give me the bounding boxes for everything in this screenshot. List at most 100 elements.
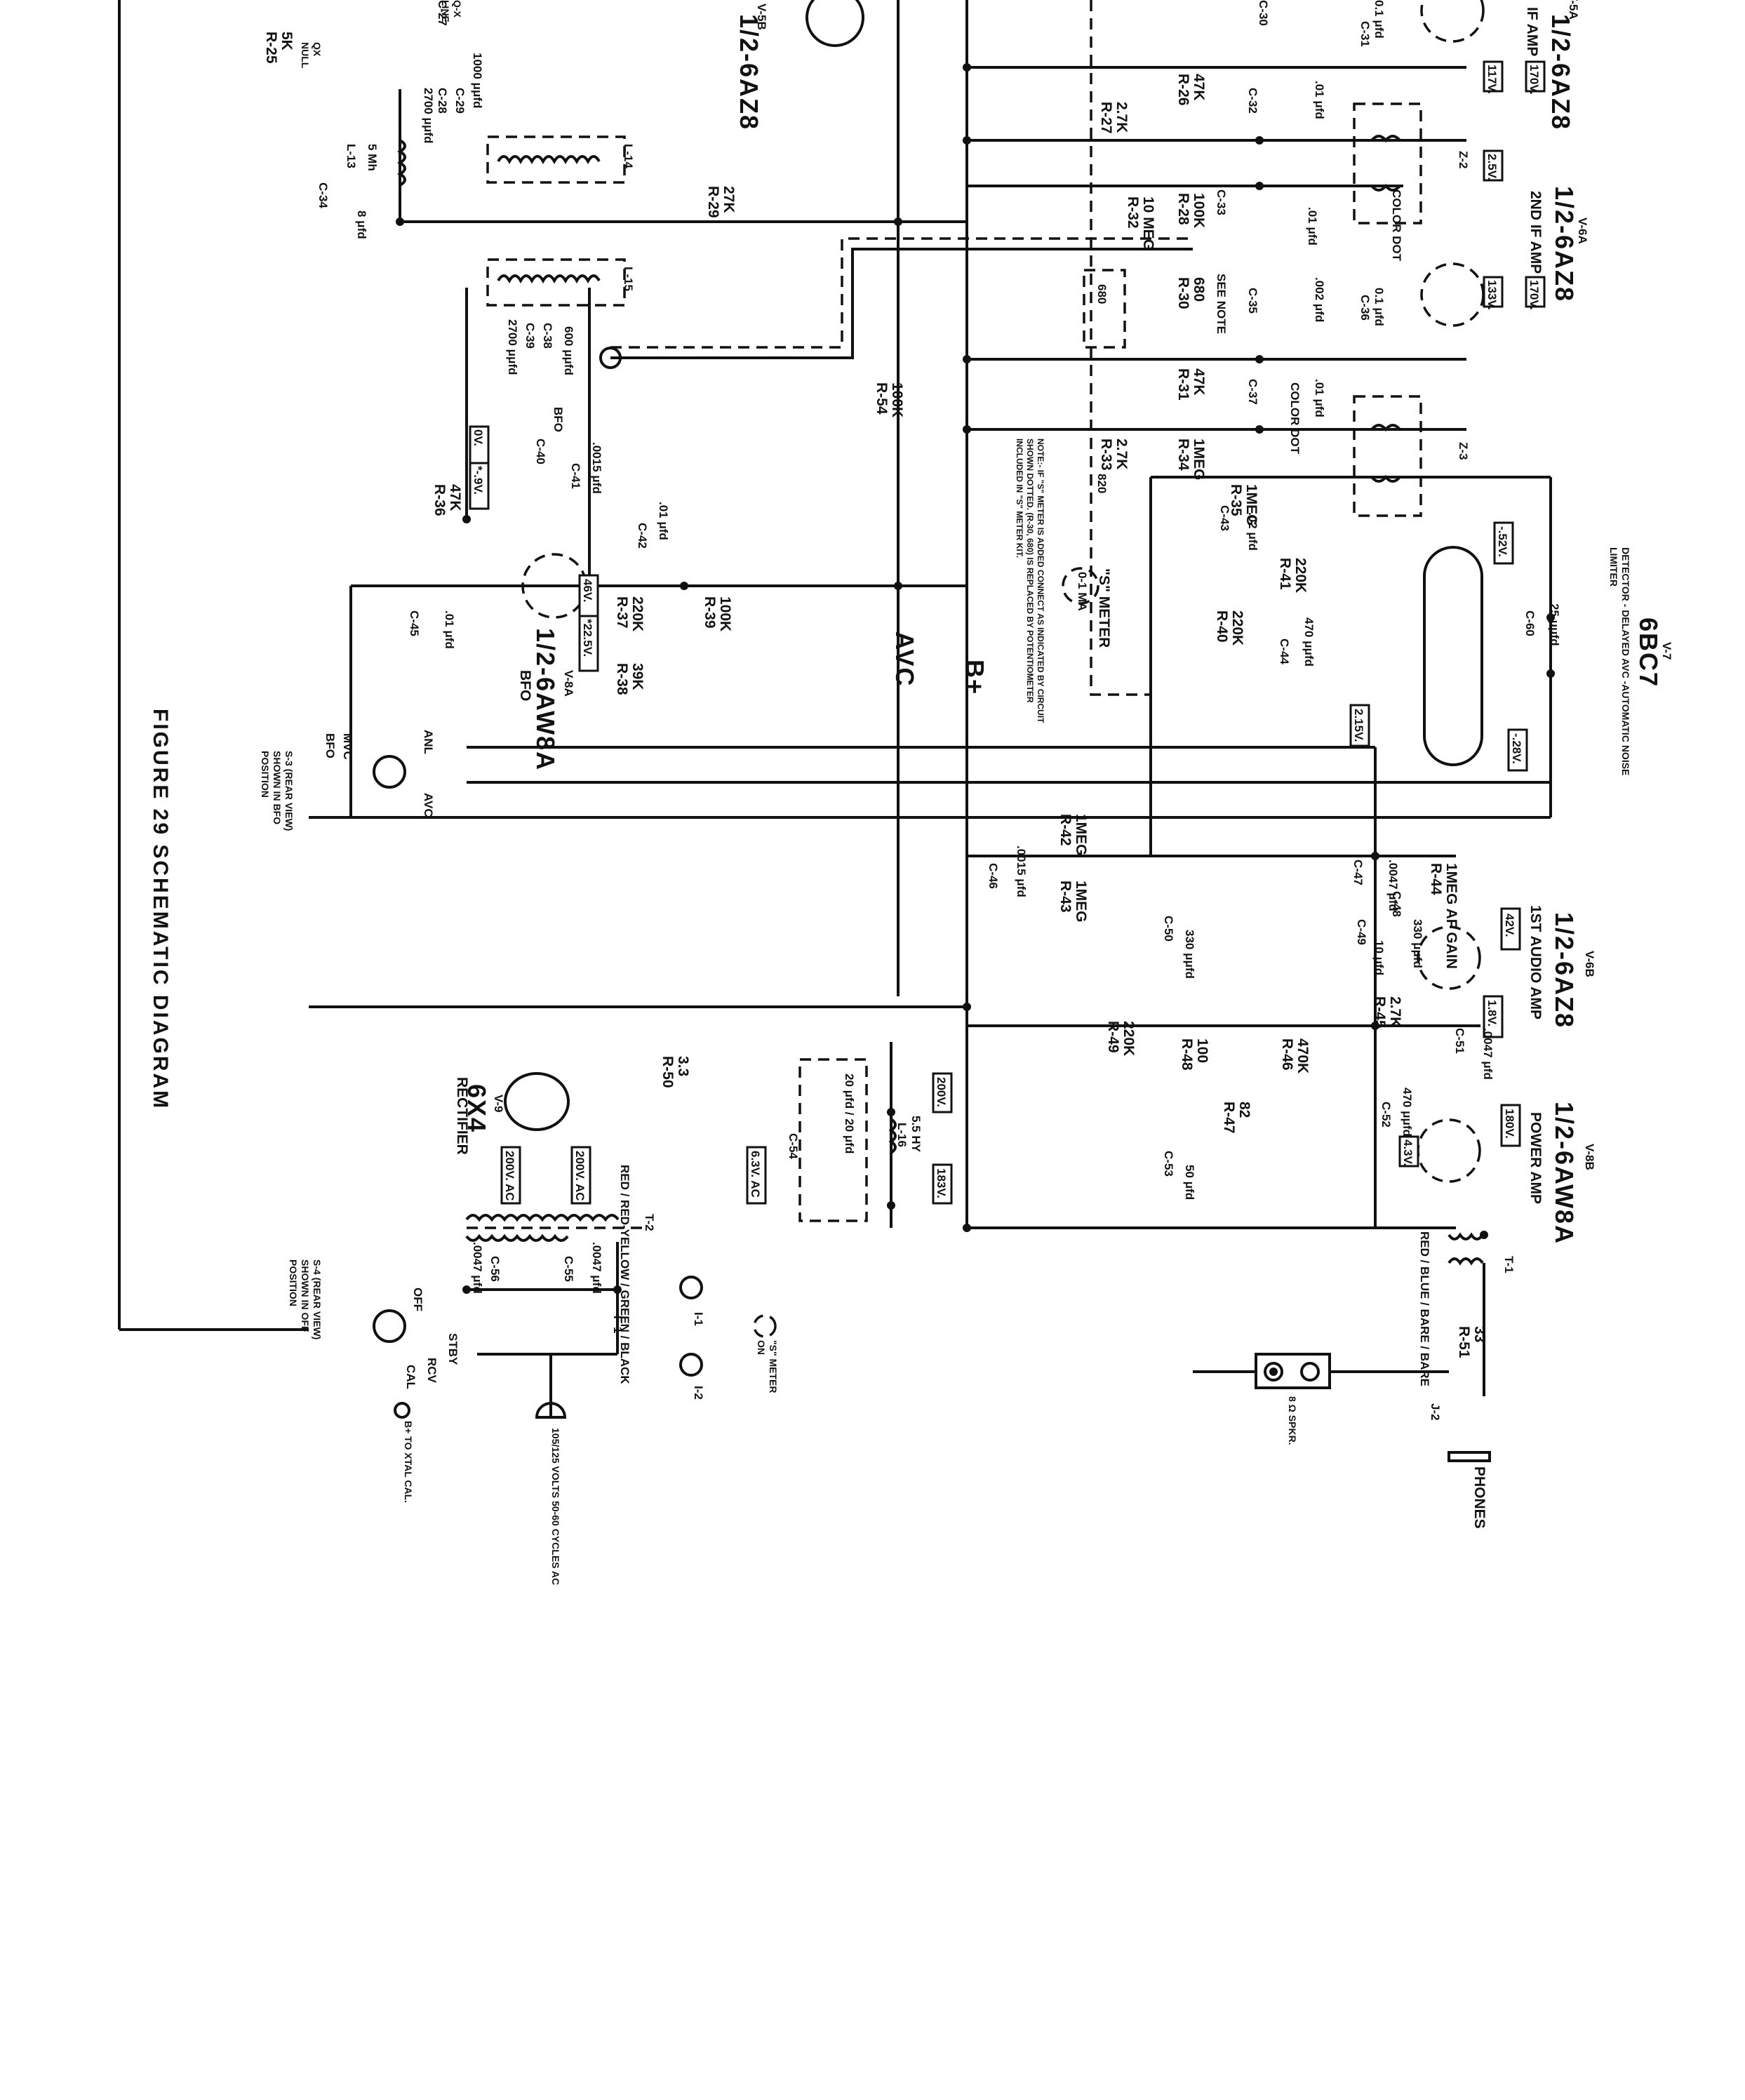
c43-value: .02 μfd <box>1246 512 1259 551</box>
v6a-v3: 170V. <box>1527 280 1541 310</box>
c32-value: .01 μfd <box>1313 81 1326 119</box>
c40-value: BFO <box>551 407 565 432</box>
l14-ref: L-14 <box>622 144 635 168</box>
r31-value: 47K <box>1191 368 1207 396</box>
v7-envelope <box>1423 546 1483 766</box>
c55-ref: C-55 <box>562 1256 575 1282</box>
qx-null-label: QX NULL <box>300 42 323 69</box>
r50-ref: R-50 <box>660 1056 676 1088</box>
r25-label: 5K <box>279 32 295 51</box>
v6a-v1: 2.5V. <box>1485 154 1499 181</box>
c33-ref: C-33 <box>1215 189 1228 215</box>
z2-colordot: COLOR DOT <box>1390 189 1403 261</box>
c50-ref: C-50 <box>1162 916 1175 942</box>
c54-can <box>798 1058 868 1222</box>
s-meter-lamp-label: "S" METER ON <box>756 1340 779 1393</box>
v8b-v1: 180V. <box>1503 1109 1516 1139</box>
c51-ref: C-51 <box>1453 1028 1466 1054</box>
s3-pos-anl: ANL <box>422 730 435 754</box>
v7-v3: -.28V. <box>1510 733 1523 764</box>
r39-value: 100K <box>717 596 733 632</box>
c39-ref: C-39 <box>523 323 537 349</box>
r41-value: 220K <box>1292 558 1309 594</box>
r25-ref: R-25 <box>263 32 279 64</box>
v5a-envelope <box>1420 0 1485 43</box>
v8a-v3: 0V. <box>472 429 485 446</box>
c45-ref: C-45 <box>408 610 421 636</box>
c55-value: .0047 μfd <box>590 1242 603 1294</box>
c28-ref: C-28 <box>436 88 449 114</box>
v8a-ref: V-8A <box>562 670 575 697</box>
t2-secondary <box>465 1214 620 1222</box>
r48-ref: R-48 <box>1179 1038 1195 1071</box>
ac-200-b: 200V. AC <box>573 1151 587 1201</box>
r44-ref: R-44 <box>1428 863 1444 895</box>
v5a-v1: 117V. <box>1485 65 1499 94</box>
s-meter-shunt-box <box>1083 269 1126 349</box>
c41-value: .0015 μfd <box>590 442 603 494</box>
bfo-shield-core <box>610 248 1193 359</box>
c49-value: 10 μfd <box>1372 940 1386 976</box>
l13-ref: L-13 <box>345 144 358 168</box>
v6b-v1: 42V. <box>1503 914 1516 937</box>
c31-value: 0.1 μfd <box>1372 0 1386 39</box>
r40-ref: R-40 <box>1214 610 1230 643</box>
r51-value: 33 <box>1471 1326 1487 1343</box>
s4-pos-rcv: RCV <box>425 1358 439 1383</box>
v7-function: DETECTOR - DELAYED AVC -AUTOMATIC NOISE … <box>1608 547 1631 776</box>
z2-coil-b <box>1370 183 1401 192</box>
bfo-shield-outer <box>610 237 1193 349</box>
jack-label: J-2 <box>1429 1403 1442 1421</box>
r27-ref: R-27 <box>1098 102 1114 134</box>
lamp-i1-label: I-1 <box>692 1312 705 1326</box>
c38-ref: C-38 <box>541 323 554 349</box>
v8a-v1: 46V. <box>581 579 594 603</box>
r33-value: 2.7K <box>1114 439 1130 470</box>
c44-value: 470 μμfd <box>1302 617 1316 667</box>
v6a-type: 1/2-6AZ8 <box>1550 186 1579 303</box>
l16-coil <box>888 1118 897 1154</box>
c33-value: .01 μfd <box>1306 207 1319 246</box>
c44-ref: C-44 <box>1278 638 1291 664</box>
z2-can <box>1353 102 1422 225</box>
figure-title: FIGURE 29 SCHEMATIC DIAGRAM <box>149 709 172 1111</box>
v9-function: RECTIFIER <box>454 1077 470 1155</box>
r51-ref: R-51 <box>1456 1326 1472 1358</box>
s3-pos-avc: AVC <box>422 793 435 817</box>
phone-jack-sleeve <box>1448 1451 1491 1462</box>
v6a-function: 2ND IF AMP <box>1527 191 1544 274</box>
c56-value: .0047 μfd <box>471 1242 484 1294</box>
l14-coil <box>497 155 601 165</box>
r33-ref: R-33 <box>1098 439 1114 471</box>
r26-ref: R-26 <box>1175 74 1191 106</box>
s3-pos-bfo: BFO <box>323 733 337 758</box>
r28-ref: R-28 <box>1175 193 1191 225</box>
r37-ref: R-37 <box>614 596 630 629</box>
t1-ref: T-1 <box>1502 1256 1516 1273</box>
s4-pos-off: OFF <box>411 1288 424 1311</box>
v6b-envelope <box>1417 925 1481 990</box>
c32-ref: C-32 <box>1246 88 1259 114</box>
r28-value: 100K <box>1191 193 1207 229</box>
c39-value: 2700 μμfd <box>506 319 519 375</box>
s3-label: S-3 (REAR VIEW) SHOWN IN BFO POSITION <box>260 751 295 831</box>
voltage-boxes <box>469 60 1546 1205</box>
v5b-type: 1/2-6AZ8 <box>735 14 763 131</box>
mains-label: 105/125 VOLTS 50-60 CYCLES AC <box>550 1428 561 1586</box>
v6b-ref: V-6B <box>1583 951 1596 977</box>
z2-ref: Z-2 <box>1457 151 1470 169</box>
l13-coil <box>396 139 406 187</box>
s-meter-shunt: 680 <box>1095 284 1109 305</box>
speaker-screw-1 <box>1264 1362 1283 1382</box>
r54-value: 100K <box>889 382 905 418</box>
c54-value: 20 μfd / 20 μfd <box>843 1074 856 1154</box>
s4-rotor <box>373 1309 406 1343</box>
r29-value: 27K <box>721 186 737 213</box>
z3-ref: Z-3 <box>1457 442 1470 460</box>
see-note-label: SEE NOTE <box>1215 274 1228 334</box>
c50-value: 330 μμfd <box>1183 930 1196 979</box>
s3-pos-mvc: MVC <box>341 733 354 760</box>
xtal-cal-label: B+ TO XTAL CAL. <box>403 1421 414 1504</box>
speaker-screw-2 <box>1300 1362 1320 1382</box>
